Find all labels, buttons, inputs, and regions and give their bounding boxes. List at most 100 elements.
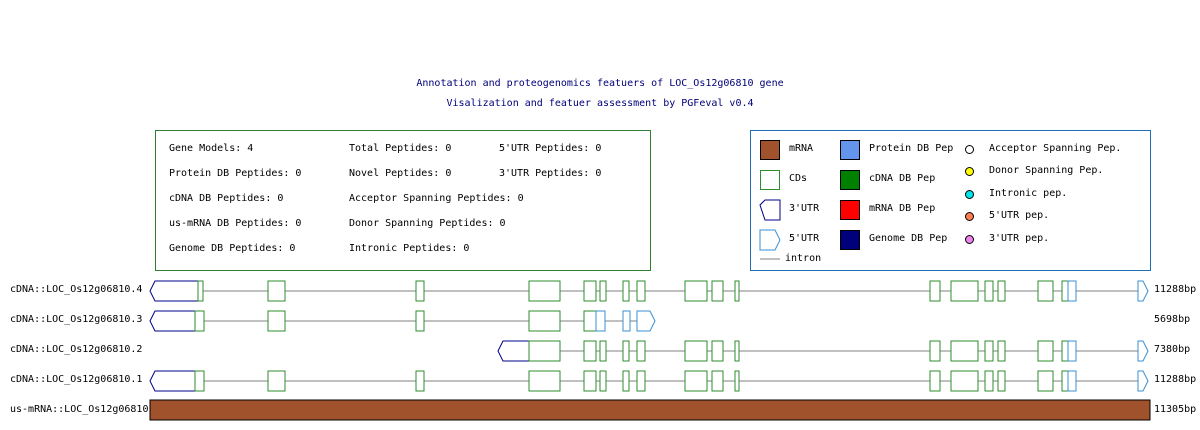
legend-protein-db-swatch <box>840 140 860 160</box>
stat-us-mrna-db: us-mRNA DB Peptides: 0 <box>169 218 302 229</box>
cds-exon <box>528 370 561 392</box>
cds-exon <box>583 310 597 332</box>
legend-utr3-dot <box>965 235 974 244</box>
legend-mrna-swatch <box>760 140 780 160</box>
cds-exon <box>528 280 561 302</box>
track-label-3: cDNA::LOC_Os12g06810.3 <box>10 314 143 325</box>
utr5-block <box>1067 340 1077 362</box>
stat-intronic: Intronic Peptides: 0 <box>349 243 470 254</box>
cds-exon <box>622 370 630 392</box>
cds-exon <box>684 370 708 392</box>
legend-utr5pep-label: 5'UTR pep. <box>989 210 1050 221</box>
legend-donor-dot <box>965 167 974 176</box>
utr5-block <box>1137 280 1149 302</box>
cds-exon <box>984 370 994 392</box>
track-label-mrna: us-mRNA::LOC_Os12g06810 <box>10 404 149 415</box>
track-label-2: cDNA::LOC_Os12g06810.2 <box>10 344 143 355</box>
legend-cdna-db-label: cDNA DB Pep <box>869 173 936 184</box>
cds-exon <box>599 340 607 362</box>
legend-donor-label: Donor Spanning Pep. <box>989 165 1104 176</box>
cds-exon <box>636 280 646 302</box>
stats-panel <box>155 130 651 271</box>
cds-exon <box>734 280 740 302</box>
legend-mrna-db-swatch <box>840 200 860 220</box>
mrna-bar <box>149 399 1151 421</box>
cds-exon <box>929 370 941 392</box>
cds-exon <box>984 280 994 302</box>
cds-exon <box>1037 280 1054 302</box>
cds-exon <box>622 280 630 302</box>
track-length-3: 5698bp <box>1154 314 1191 325</box>
utr5-block <box>1067 280 1077 302</box>
track-length-4: 11288bp <box>1154 284 1197 295</box>
diagram-title: Annotation and proteogenomics featuers o… <box>416 78 784 89</box>
cds-exon <box>599 280 607 302</box>
cds-exon <box>997 340 1006 362</box>
legend-genome-db-swatch <box>840 230 860 250</box>
utr3-block <box>149 370 196 392</box>
cds-exon <box>583 370 597 392</box>
stat-gene-models: Gene Models: 4 <box>169 143 254 154</box>
legend-utr5-dot <box>965 212 974 221</box>
cds-exon <box>711 370 724 392</box>
legend-utr3-label: 3'UTR <box>789 203 820 214</box>
stat-donor: Donor Spanning Peptides: 0 <box>349 218 506 229</box>
cds-exon <box>583 280 597 302</box>
track-length-1: 11288bp <box>1154 374 1197 385</box>
legend-genome-db-label: Genome DB Pep <box>869 233 948 244</box>
cds-exon <box>415 370 425 392</box>
cds-exon <box>415 280 425 302</box>
cds-exon <box>734 340 740 362</box>
track-length-2: 7380bp <box>1154 344 1191 355</box>
utr5-block <box>622 310 631 332</box>
stat-acceptor: Acceptor Spanning Peptides: 0 <box>349 193 524 204</box>
track-label-4: cDNA::LOC_Os12g06810.4 <box>10 284 143 295</box>
utr3-block <box>149 280 200 302</box>
cds-exon <box>984 340 994 362</box>
legend-intronic-dot <box>965 190 974 199</box>
track-length-mrna: 11305bp <box>1154 404 1197 415</box>
cds-exon <box>622 340 630 362</box>
cds-exon <box>636 370 646 392</box>
utr5-block <box>1137 340 1149 362</box>
cds-exon <box>599 370 607 392</box>
cds-exon <box>267 370 286 392</box>
stat-utr3: 3'UTR Peptides: 0 <box>499 168 602 179</box>
legend-cds-label: CDs <box>789 173 808 184</box>
legend-utr5-swatch <box>759 229 781 251</box>
cds-exon <box>583 340 597 362</box>
cds-exon <box>528 340 561 362</box>
cds-exon <box>197 280 204 302</box>
cds-exon <box>929 340 941 362</box>
stat-genome-db: Genome DB Peptides: 0 <box>169 243 296 254</box>
legend-mrna-db-label: mRNA DB Pep <box>869 203 936 214</box>
cds-exon <box>997 280 1006 302</box>
cds-exon <box>528 310 561 332</box>
stat-cdna-db: cDNA DB Peptides: 0 <box>169 193 284 204</box>
utr5-block <box>1137 370 1149 392</box>
stat-novel: Novel Peptides: 0 <box>349 168 452 179</box>
cds-exon <box>711 280 724 302</box>
utr3-block <box>497 340 531 362</box>
legend-utr3-swatch <box>759 199 781 221</box>
legend-utr3pep-label: 3'UTR pep. <box>989 233 1050 244</box>
legend-utr5-label: 5'UTR <box>789 233 820 244</box>
legend-acceptor-dot <box>965 145 974 154</box>
cds-exon <box>415 310 425 332</box>
utr5-block <box>636 310 656 332</box>
cds-exon <box>950 370 979 392</box>
cds-exon <box>267 280 286 302</box>
stat-protein-db: Protein DB Peptides: 0 <box>169 168 302 179</box>
utr5-block <box>595 310 606 332</box>
utr3-block <box>149 310 196 332</box>
cds-exon <box>929 280 941 302</box>
legend-intron-label: intron <box>785 253 822 264</box>
utr5-block <box>1067 370 1077 392</box>
track-label-1: cDNA::LOC_Os12g06810.1 <box>10 374 143 385</box>
cds-exon <box>997 370 1006 392</box>
cds-exon <box>734 370 740 392</box>
cds-exon <box>950 340 979 362</box>
legend-cds-swatch <box>760 170 780 190</box>
